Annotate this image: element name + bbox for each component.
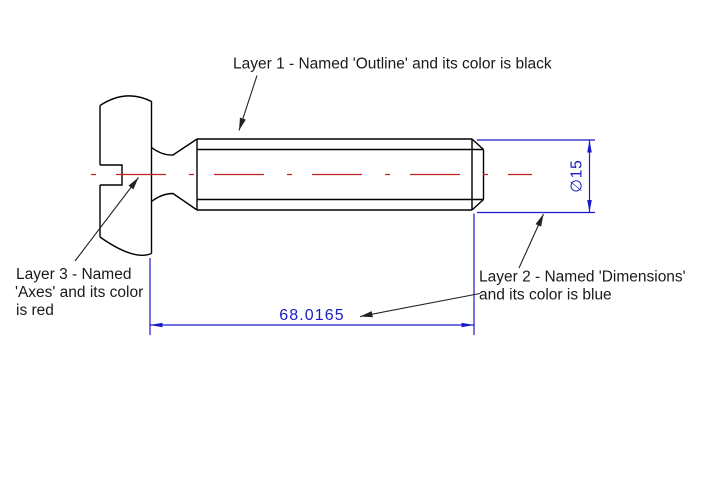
annotation-layer3-line3: is red (16, 302, 54, 319)
diameter-dim-arrow-bottom (587, 200, 592, 213)
length-dim-extension-lines (149, 213, 475, 335)
length-dim-arrow-left (150, 322, 163, 328)
length-dim-arrow-right (461, 322, 474, 328)
layer-dimensions-arrows-text: 68.0165 ∅15 (150, 140, 592, 328)
annotation-layer3-line2: 'Axes' and its color (15, 284, 143, 301)
diameter-dim-extension-lines (477, 139, 595, 214)
screw-neck-fillet (151, 138, 198, 211)
annotation-layer3-line1: Layer 3 - Named (16, 266, 131, 283)
annotation-layer1: Layer 1 - Named 'Outline' and its color … (233, 56, 552, 73)
leader-layer1-to-outline (238, 75, 258, 131)
diameter-dim-arrow-top (587, 140, 592, 153)
leader-layer2-to-diameter-dim (518, 213, 545, 269)
annotation-layer2-line2: and its color is blue (479, 287, 612, 304)
layer-outline-geometry (99, 95, 485, 256)
diameter-dim-value: ∅15 (569, 159, 586, 192)
leader-layer3-to-centerline (74, 177, 139, 262)
screw-thread-minor-lines (197, 148, 484, 201)
layer-dimensions-geometry (149, 139, 595, 335)
annotation-layer2-line1: Layer 2 - Named 'Dimensions' (479, 269, 686, 286)
screw-shaft-outline (196, 138, 473, 211)
screw-head-outline (99, 95, 153, 256)
length-dim-value: 68.0165 (279, 307, 345, 324)
leader-layer2-to-length-dim (359, 292, 481, 318)
annotation-leaders (74, 75, 545, 318)
annotation-labels: Layer 1 - Named 'Outline' and its color … (15, 56, 686, 320)
